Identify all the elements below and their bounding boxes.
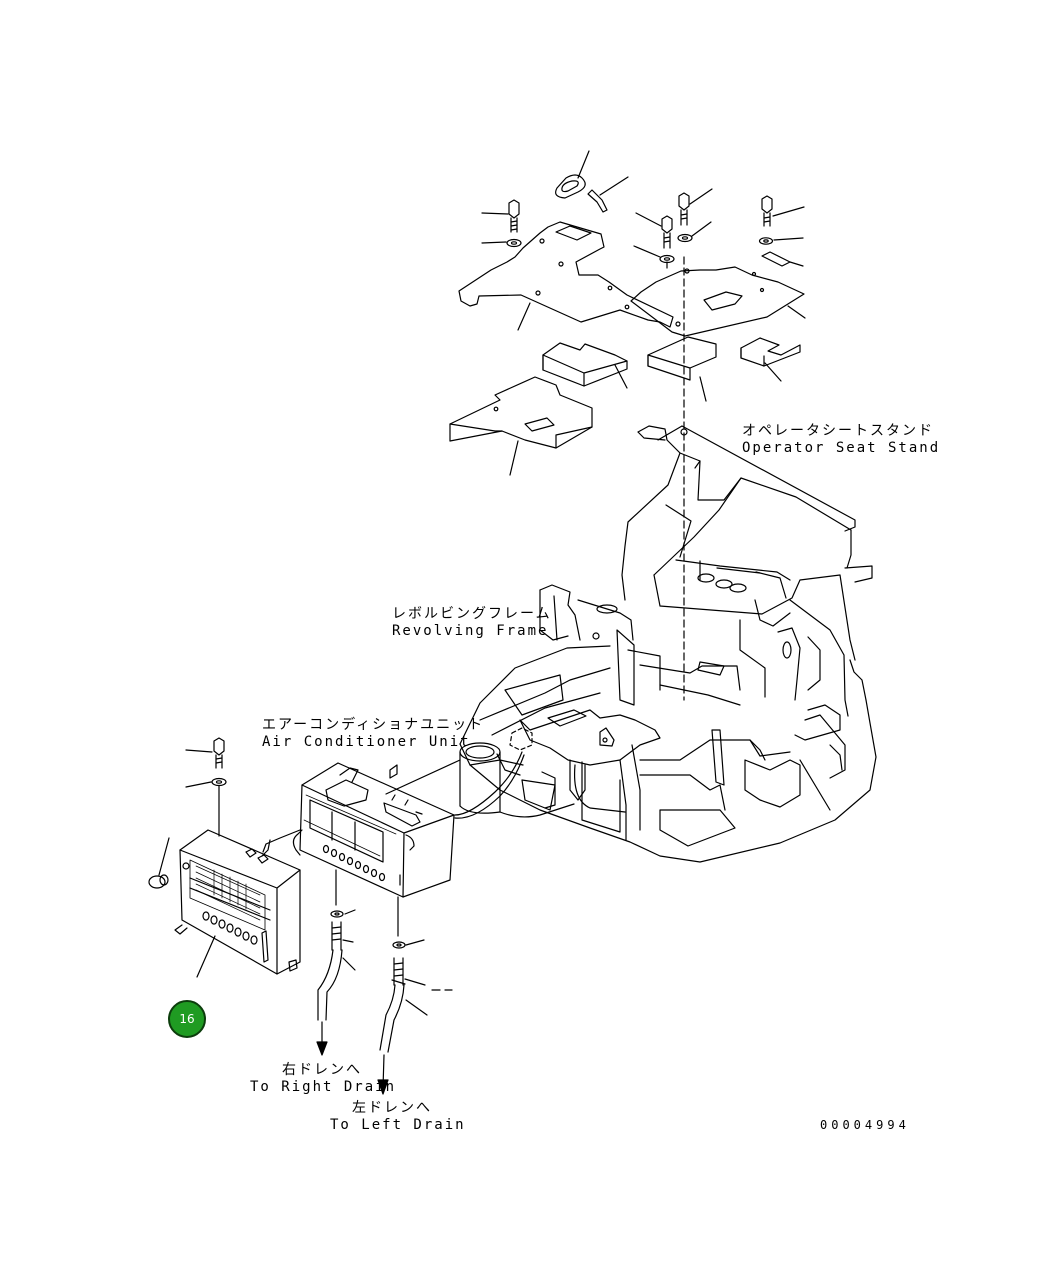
revolving-frame-en: Revolving Frame bbox=[392, 623, 549, 639]
ac-unit-body bbox=[299, 762, 455, 898]
revolving-frame-jp: レボルビングフレーム bbox=[392, 606, 552, 622]
seat-stand-frame bbox=[621, 425, 873, 717]
label-right-drain: 右ドレンへ To Right Drain bbox=[250, 1062, 394, 1096]
washer-center-a bbox=[633, 245, 675, 264]
left-drain-en: To Left Drain bbox=[330, 1117, 466, 1133]
washer-center-b bbox=[677, 221, 712, 243]
clip-ring bbox=[555, 150, 590, 199]
left-drain-jp: 左ドレンへ bbox=[352, 1100, 432, 1116]
grommet bbox=[148, 837, 170, 889]
operator-seat-stand-en: Operator Seat Stand bbox=[742, 440, 941, 456]
washer-left bbox=[481, 238, 522, 248]
document-number: 00004994 bbox=[820, 1118, 910, 1132]
drain-hose-right bbox=[316, 869, 356, 1056]
air-conditioner-unit-en: Air Conditioner Unit bbox=[262, 734, 471, 750]
bolt-center-a bbox=[635, 212, 673, 249]
bolt-left bbox=[481, 199, 520, 233]
label-air-conditioner-unit: エアーコンディショナユニット Air Conditioner Unit bbox=[262, 717, 484, 751]
air-conditioner-unit-jp: エアーコンディショナユニット bbox=[262, 717, 485, 733]
pad-c bbox=[740, 337, 801, 382]
label-left-drain: 左ドレンへ To Left Drain bbox=[330, 1100, 466, 1134]
label-revolving-frame: レボルビングフレーム Revolving Frame bbox=[392, 606, 552, 640]
hidden-outline bbox=[509, 727, 533, 751]
operator-seat-stand-jp: オペレータシートスタンド bbox=[742, 423, 934, 439]
pad-large bbox=[449, 376, 593, 476]
right-drain-jp: 右ドレンへ bbox=[282, 1062, 362, 1078]
right-drain-en: To Right Drain bbox=[250, 1079, 397, 1095]
guide-line bbox=[385, 759, 461, 795]
clip-pin bbox=[587, 176, 629, 213]
swivel-post bbox=[459, 742, 501, 814]
page-badge[interactable]: 16 bbox=[168, 1000, 206, 1038]
bolt-center-b bbox=[678, 188, 713, 226]
washer-ac bbox=[185, 777, 227, 837]
pad-a bbox=[542, 342, 628, 389]
small-bracket bbox=[761, 251, 804, 267]
floor-plate-left bbox=[458, 221, 674, 331]
pad-b bbox=[647, 336, 717, 402]
revolving-frame bbox=[459, 584, 877, 863]
bolt-ac bbox=[185, 737, 225, 769]
wire-harness bbox=[245, 751, 626, 864]
bolt-right bbox=[761, 195, 805, 227]
washer-right bbox=[758, 237, 804, 245]
drain-hose-left bbox=[377, 896, 453, 1095]
ac-cover bbox=[174, 829, 301, 978]
label-operator-seat-stand: オペレータシートスタンド Operator Seat Stand bbox=[742, 423, 940, 457]
floor-plate-right bbox=[630, 266, 806, 337]
